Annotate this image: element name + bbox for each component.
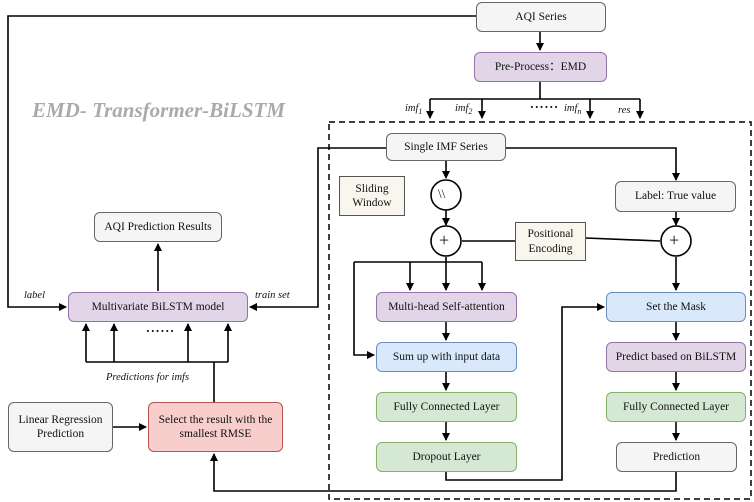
prediction-node: Prediction (616, 442, 737, 472)
fully-connected-left-node: Fully Connected Layer (376, 392, 517, 422)
predict-bilstm-node: Predict based on BiLSTM (606, 342, 746, 372)
res-label: res (618, 105, 631, 116)
aqi-prediction-results-node: AQI Prediction Results (94, 212, 222, 242)
edge-posenc-rightplus (585, 237, 661, 242)
single-imf-series-node: Single IMF Series (386, 133, 506, 161)
multihead-attention-node: Multi-head Self-attention (376, 292, 517, 322)
positional-encoding-node: Positional Encoding (515, 222, 586, 261)
imfn-label: imfn (564, 103, 582, 117)
set-mask-node: Set the Mask (606, 292, 746, 322)
transformer-bilstm-container (328, 121, 752, 500)
edge-dropout-mask (445, 303, 605, 481)
label-true-value-node: Label: True value (615, 181, 736, 212)
left-plus-symbol: + (439, 230, 450, 250)
left-plus-circle (430, 225, 462, 257)
edge-prediction-select (210, 453, 677, 492)
diagram-title: EMD- Transformer-BiLSTM (32, 98, 285, 122)
fully-connected-right-node: Fully Connected Layer (606, 392, 746, 422)
aqi-series-node: AQI Series (476, 2, 606, 32)
preprocess-emd-node: Pre-Process：EMD (474, 52, 607, 82)
linear-regression-node: Linear Regression Prediction (8, 402, 113, 452)
edge-residual (353, 262, 375, 359)
sliding-window-node: Sliding Window (339, 176, 405, 216)
predictions-for-imfs-label: Predictions for imfs (106, 372, 190, 383)
window-operator-symbol: \\ (438, 186, 446, 201)
edge-imf-label (506, 147, 680, 181)
sum-up-input-node: Sum up with input data (376, 342, 517, 372)
edge-imf-trainset (249, 147, 386, 311)
multivariate-bilstm-node: Multivariate BiLSTM model (68, 292, 248, 322)
right-plus-symbol: + (669, 230, 680, 250)
train-set-label: train set (255, 290, 290, 301)
imf2-label: imf2 (455, 103, 473, 117)
multivariate-ellipsis: ······ (146, 325, 175, 338)
right-plus-circle (660, 225, 692, 257)
label-edge-label: label (24, 290, 45, 301)
emd-ellipsis: ······ (530, 101, 559, 114)
dropout-layer-node: Dropout Layer (376, 442, 517, 472)
imf1-label: imf1 (405, 103, 423, 117)
sliding-window-operator-circle (430, 179, 462, 211)
edge-aqi-label (7, 15, 476, 311)
select-smallest-rmse-node: Select the result with the smallest RMSE (148, 402, 283, 452)
